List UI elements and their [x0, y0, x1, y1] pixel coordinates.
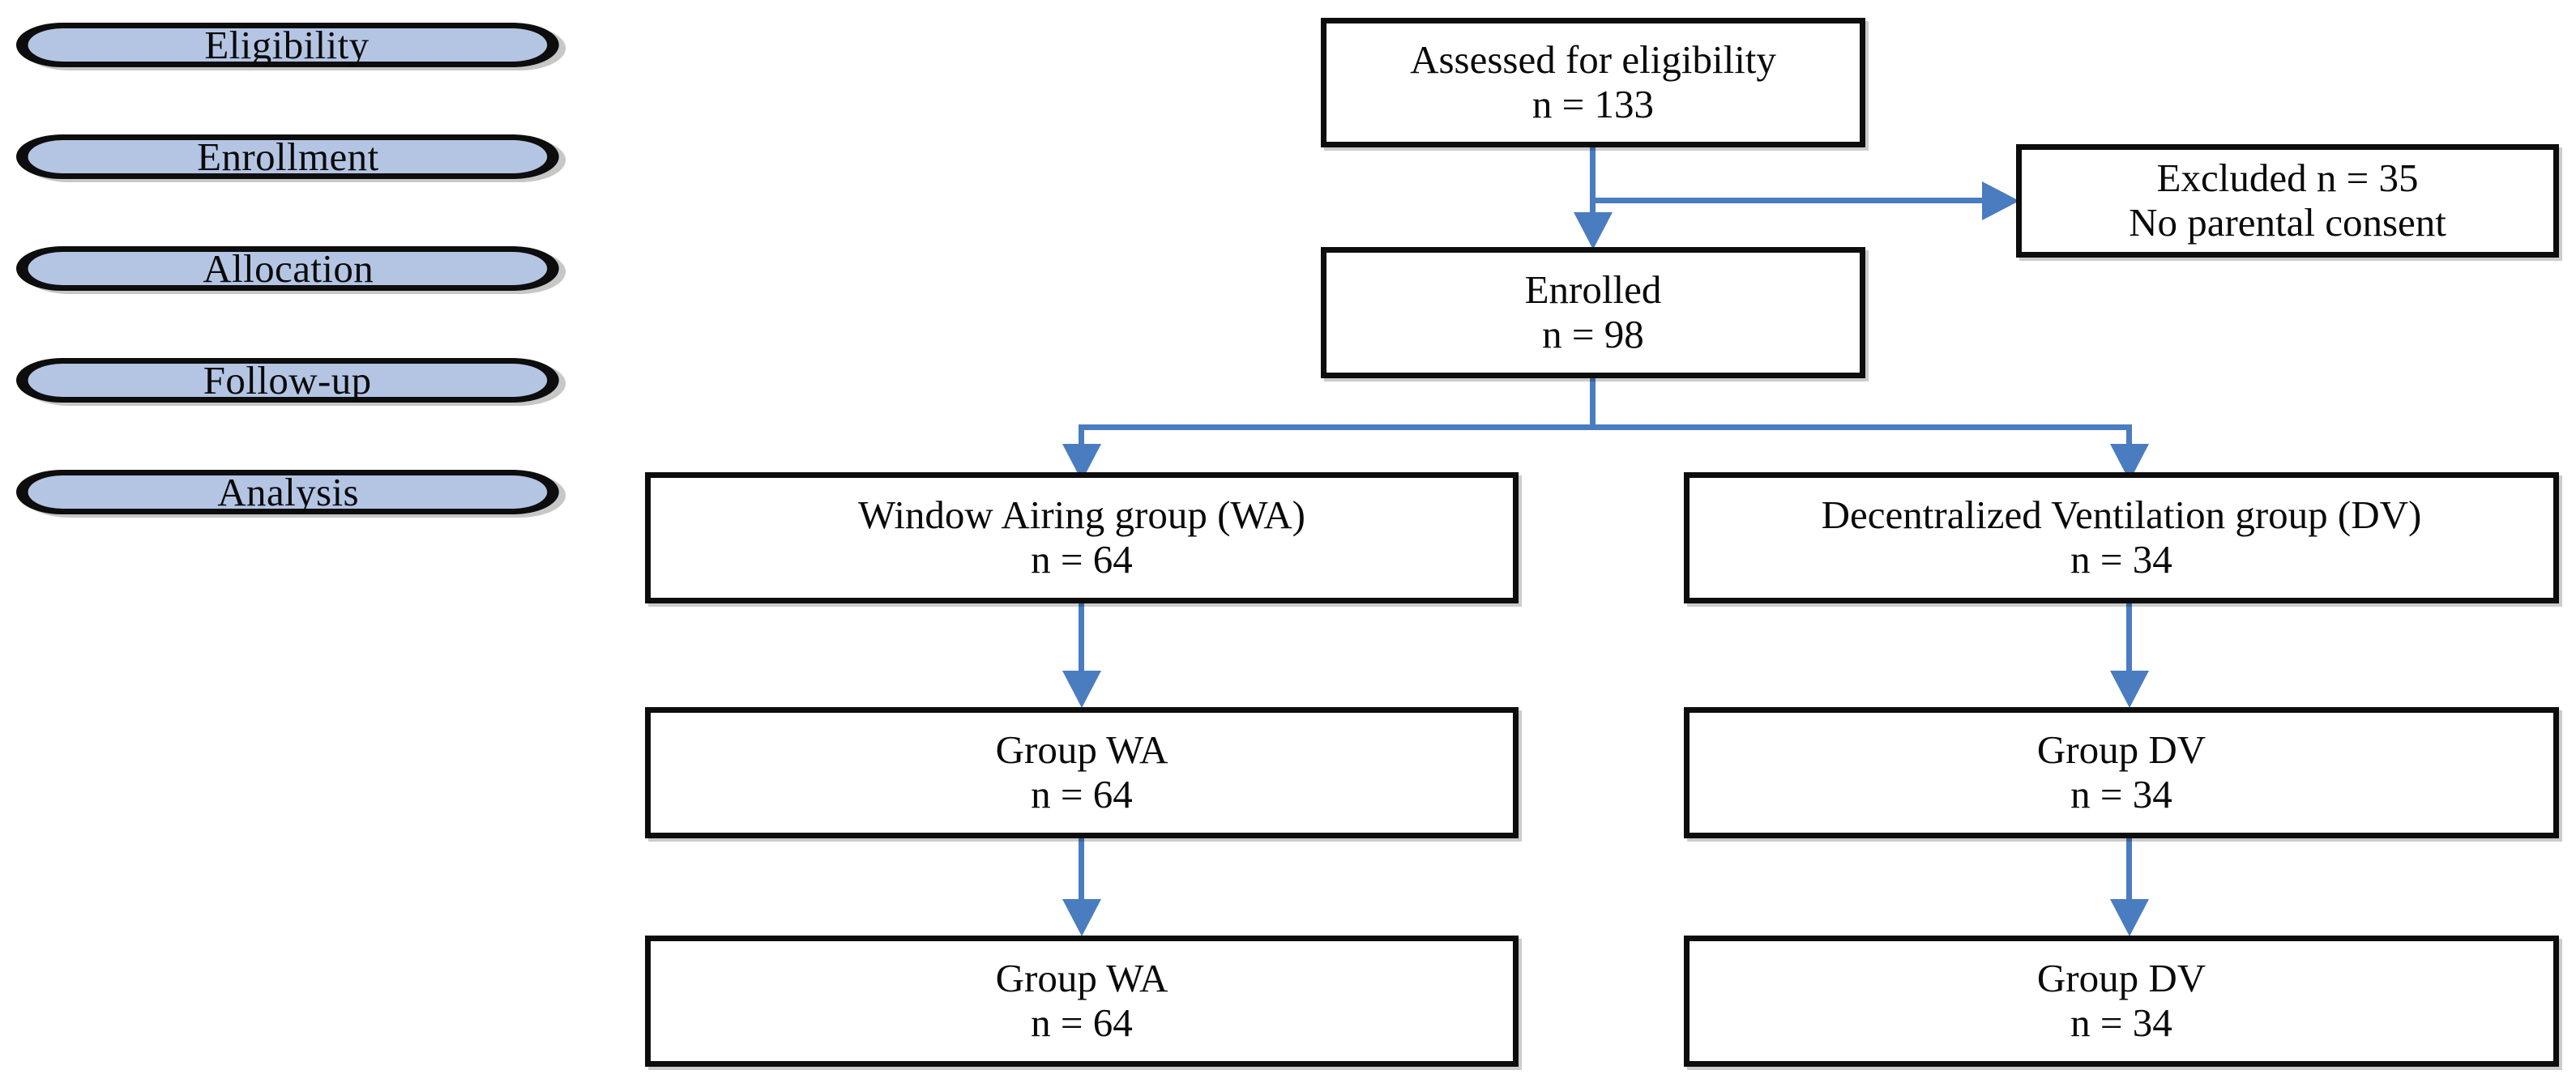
stage-pill-analysis[interactable]: Analysis: [16, 470, 559, 514]
connector-assessed-to-excluded: [1590, 198, 2001, 203]
box-allocation-wa-line1: Window Airing group (WA): [858, 492, 1305, 538]
arrowhead-assessed-to-excluded: [1982, 181, 2019, 220]
box-allocation-dv[interactable]: Decentralized Ventilation group (DV) n =…: [1684, 472, 2559, 603]
arrowhead-assessed-to-enrolled: [1574, 212, 1613, 249]
box-analysis-dv-line1: Group DV: [2036, 956, 2206, 1001]
connector-assessed-down: [1590, 146, 1596, 214]
box-analysis-dv[interactable]: Group DV n = 34: [1684, 936, 2559, 1067]
stage-pill-allocation[interactable]: Allocation: [16, 246, 559, 291]
box-excluded[interactable]: Excluded n = 35 No parental consent: [2016, 144, 2559, 258]
connector-allocation-bus: [1079, 424, 2132, 430]
box-followup-dv-line2: n = 34: [2070, 772, 2172, 816]
box-analysis-wa-line1: Group WA: [995, 956, 1168, 1001]
arrowhead-alloc-wa-to-followup: [1062, 671, 1101, 708]
stage-pill-followup-label: Follow-up: [203, 358, 372, 403]
connector-followup-wa-to-analysis: [1079, 838, 1084, 903]
stage-pill-eligibility[interactable]: Eligibility: [16, 23, 559, 67]
connector-alloc-wa-to-followup: [1079, 603, 1084, 673]
stage-pill-analysis-label: Analysis: [216, 470, 359, 514]
box-excluded-line1: Excluded n = 35: [2156, 156, 2419, 201]
arrowhead-followup-wa-to-analysis: [1062, 899, 1101, 936]
box-excluded-line2: No parental consent: [2129, 200, 2446, 245]
box-assessed-line2: n = 133: [1532, 82, 1655, 126]
stage-pill-eligibility-label: Eligibility: [205, 23, 370, 67]
connector-alloc-dv-to-followup: [2126, 603, 2132, 673]
box-analysis-dv-line2: n = 34: [2070, 1000, 2172, 1045]
connector-followup-dv-to-analysis: [2126, 838, 2132, 903]
connector-bus-right-drop: [2126, 424, 2132, 447]
stage-pill-enrollment[interactable]: Enrollment: [16, 134, 559, 179]
stage-pill-followup[interactable]: Follow-up: [16, 358, 559, 403]
stage-pill-allocation-label: Allocation: [202, 246, 374, 291]
box-enrolled-line2: n = 98: [1542, 312, 1644, 356]
box-enrolled[interactable]: Enrolled n = 98: [1321, 247, 1865, 378]
box-followup-wa-line1: Group WA: [995, 727, 1168, 773]
box-allocation-dv-line1: Decentralized Ventilation group (DV): [1821, 492, 2422, 538]
box-followup-dv-line1: Group DV: [2036, 727, 2206, 773]
box-followup-wa[interactable]: Group WA n = 64: [645, 707, 1519, 838]
box-followup-wa-line2: n = 64: [1031, 772, 1133, 816]
box-enrolled-line1: Enrolled: [1524, 267, 1662, 313]
arrowhead-alloc-dv-to-followup: [2110, 671, 2149, 708]
connector-enrolled-down: [1590, 378, 1596, 428]
box-analysis-wa[interactable]: Group WA n = 64: [645, 936, 1519, 1067]
stage-pill-enrollment-label: Enrollment: [196, 134, 379, 179]
box-allocation-wa[interactable]: Window Airing group (WA) n = 64: [645, 472, 1519, 603]
arrowhead-followup-dv-to-analysis: [2110, 899, 2149, 936]
box-assessed-line1: Assessed for eligibility: [1410, 37, 1776, 83]
connector-bus-left-drop: [1079, 424, 1084, 447]
box-allocation-wa-line2: n = 64: [1031, 537, 1133, 582]
box-allocation-dv-line2: n = 34: [2070, 537, 2172, 582]
box-analysis-wa-line2: n = 64: [1031, 1000, 1133, 1045]
box-followup-dv[interactable]: Group DV n = 34: [1684, 707, 2559, 838]
box-assessed-for-eligibility[interactable]: Assessed for eligibility n = 133: [1321, 18, 1865, 147]
